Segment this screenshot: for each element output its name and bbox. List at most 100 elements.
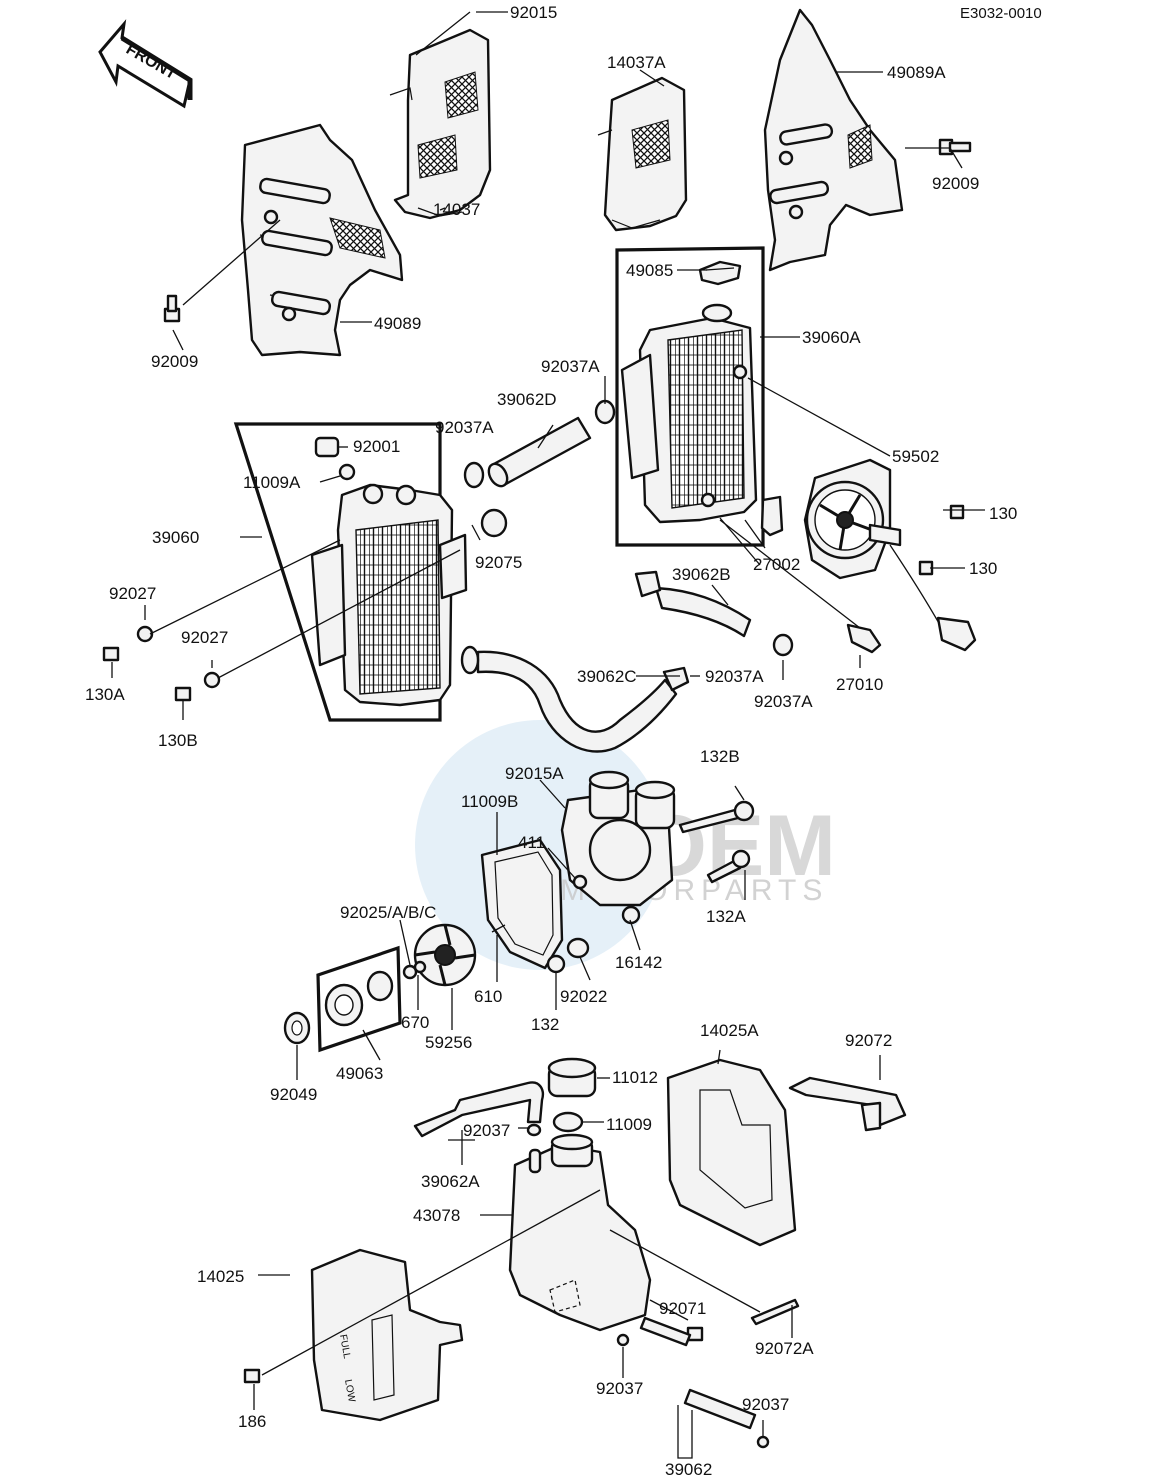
callout-92001: 92001 <box>353 437 400 456</box>
pin-411 <box>572 874 588 890</box>
sensor-27010 <box>846 623 882 654</box>
bracket-92072 <box>788 1076 907 1132</box>
hose-39062c <box>460 645 678 753</box>
radiator-cap-49085 <box>698 260 742 286</box>
fitting-27002 <box>760 495 784 537</box>
clips-92037 <box>616 1333 770 1449</box>
callout-132: 132 <box>531 1015 559 1034</box>
callout-39062c: 39062C <box>577 667 637 686</box>
callout-186: 186 <box>238 1412 266 1431</box>
hose-39062a <box>413 1081 544 1138</box>
ring-610 <box>491 924 506 933</box>
callout-92037a-top: 92037A <box>541 357 600 376</box>
callout-670: 670 <box>401 1013 429 1032</box>
frame-39060 <box>233 422 442 722</box>
callout-39060: 39060 <box>152 528 199 547</box>
radiator-shroud-right <box>763 8 904 272</box>
cap-92001 <box>314 436 340 458</box>
callout-49063: 49063 <box>336 1064 383 1083</box>
tube-39062 <box>639 1316 757 1430</box>
leader-lines <box>111 11 985 1459</box>
radiator-shroud-left <box>240 123 404 357</box>
radiator-screen-right <box>597 76 688 232</box>
callout-92027-b: 92027 <box>181 628 228 647</box>
callout-11009: 11009 <box>606 1115 652 1134</box>
callout-14025: 14025 <box>197 1267 244 1286</box>
callout-92015a: 92015A <box>505 764 564 783</box>
callout-92071: 92071 <box>659 1299 706 1318</box>
callout-14025a: 14025A <box>700 1021 759 1040</box>
reservoir-guard-14025: FULL LOW <box>310 1248 464 1422</box>
callout-92009-right: 92009 <box>932 174 979 193</box>
radiator-right <box>620 303 758 524</box>
callout-130-b: 130 <box>969 559 997 578</box>
callout-132b: 132B <box>700 747 740 766</box>
washers-92025-670 <box>402 960 427 980</box>
radiator-screen-left <box>389 28 492 220</box>
clamp-92037a-left <box>463 461 485 489</box>
clamp-92037a-b <box>772 633 794 657</box>
callout-49085: 49085 <box>626 261 673 280</box>
callout-92072: 92072 <box>845 1031 892 1050</box>
hose-39062d <box>487 416 592 488</box>
reservoir-cap-11012 <box>547 1057 597 1098</box>
frame-49063 <box>316 945 402 1053</box>
callout-92037-right: 92037 <box>742 1395 789 1414</box>
gasket-11009b <box>480 838 564 970</box>
callout-92037a-c: 92037A <box>705 667 764 686</box>
callout-11009b: 11009B <box>461 792 518 811</box>
grommet-92075 <box>480 508 508 538</box>
callout-92015: 92015 <box>510 3 557 22</box>
callout-130-a: 130 <box>989 504 1017 523</box>
diagram-ref-code: E3032-0010 <box>960 5 1042 22</box>
callout-49089a: 49089A <box>887 63 946 82</box>
callout-92022: 92022 <box>560 987 607 1006</box>
nut-132 <box>546 954 566 974</box>
bolts-132 <box>678 800 755 884</box>
callout-39062b: 39062B <box>672 565 731 584</box>
callout-39062: 39062 <box>665 1460 712 1479</box>
callout-92037-top: 92037 <box>463 1121 510 1140</box>
reservoir-tank-43078 <box>508 1133 652 1332</box>
callout-11012: 11012 <box>612 1068 658 1087</box>
bolts-130a-130b <box>102 646 192 702</box>
callout-92037a-left: 92037A <box>435 418 494 437</box>
clip-92037-top <box>526 1123 542 1137</box>
callout-14037: 14037 <box>433 200 480 219</box>
impeller-59256 <box>413 923 477 987</box>
callout-92049: 92049 <box>270 1085 317 1104</box>
callout-92025abc: 92025/A/B/C <box>340 903 436 922</box>
callout-14037a: 14037A <box>607 53 666 72</box>
callout-49089: 49089 <box>374 314 421 333</box>
callout-labels: 92015 14037A 49089A 92009 14037 49089 92… <box>85 3 1017 1479</box>
cap-92022 <box>566 937 590 959</box>
callout-27002: 27002 <box>753 555 800 574</box>
callout-39062a: 39062A <box>421 1172 480 1191</box>
collars-92027 <box>136 625 221 689</box>
callout-92072a: 92072A <box>755 1339 814 1358</box>
callout-39060a: 39060A <box>802 328 861 347</box>
callout-411: 411 <box>518 833 545 852</box>
reservoir-cover-14025a <box>666 1058 797 1247</box>
clamp-92037a-c <box>662 666 690 692</box>
callout-27010: 27010 <box>836 675 883 694</box>
gasket-11009 <box>552 1111 584 1133</box>
svg-text:FULL: FULL <box>337 1334 352 1360</box>
callout-130a: 130A <box>85 685 125 704</box>
clamp-92037a-top <box>594 399 616 425</box>
bolt-92009-right <box>938 138 972 156</box>
callout-16142: 16142 <box>615 953 662 972</box>
washer-11009a <box>338 463 356 481</box>
bolt-92009-left <box>163 294 181 323</box>
callout-39062d: 39062D <box>497 390 557 409</box>
hose-39062b <box>634 570 752 638</box>
callout-92075: 92075 <box>475 553 522 572</box>
callout-132a: 132A <box>706 907 746 926</box>
pin-92072a <box>750 1298 800 1326</box>
radiator-left <box>310 483 468 707</box>
bolt-186 <box>243 1368 261 1384</box>
callout-610: 610 <box>474 987 502 1006</box>
cooling-fan <box>803 458 977 652</box>
oil-seal-92049 <box>283 1011 311 1045</box>
